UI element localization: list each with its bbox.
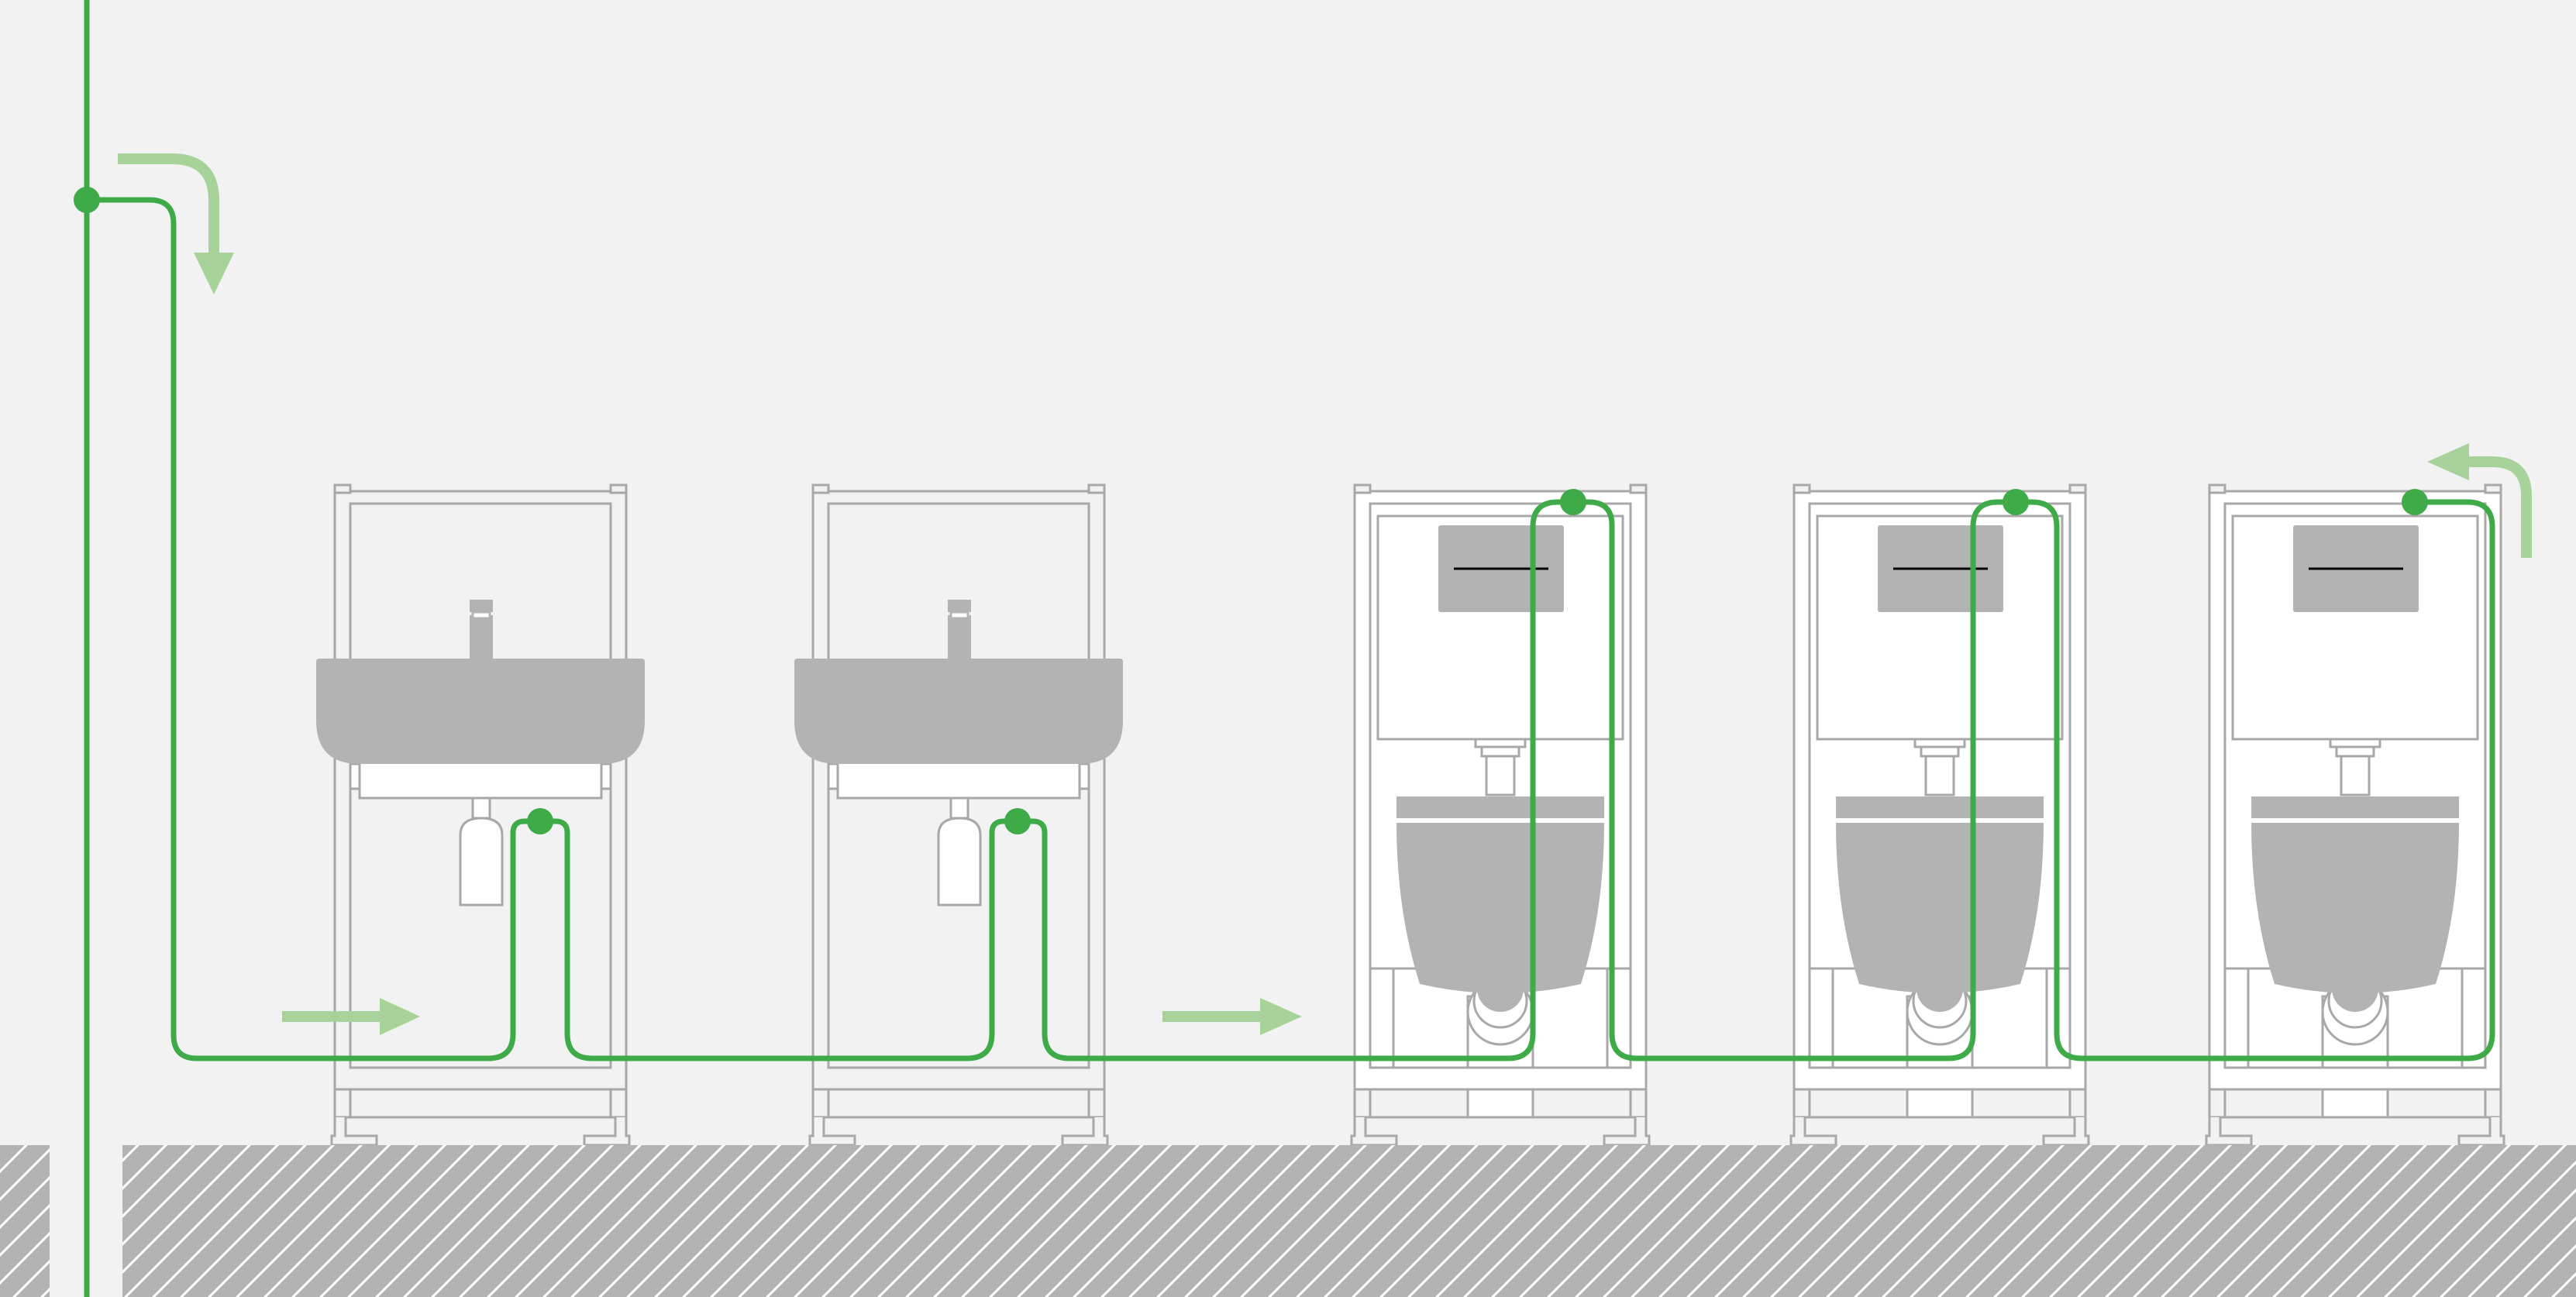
flow-arrow-return-head — [2427, 443, 2469, 480]
flow-arrow-return-line — [2466, 456, 2532, 558]
flow-arrow-inlet-line — [118, 153, 219, 256]
wc-2 — [1789, 483, 2090, 1147]
wc-1 — [1350, 483, 1651, 1147]
connection-point-washbasin-1 — [527, 808, 553, 834]
loop-pipe — [87, 197, 2495, 1061]
flow-arrow-1-head — [380, 998, 420, 1035]
floor-left — [0, 1145, 50, 1297]
wc-3 — [2205, 483, 2505, 1147]
connection-point-wc-3 — [2402, 489, 2428, 515]
flow-arrow-2-head — [1260, 998, 1302, 1035]
connection-point-washbasin-2 — [1004, 808, 1031, 834]
connection-point-wc-2 — [2003, 489, 2029, 515]
flow-arrow-inlet — [118, 153, 219, 256]
connection-point-riser — [74, 187, 100, 213]
floor-main — [122, 1145, 2576, 1297]
flow-arrow-inlet-head — [194, 253, 234, 294]
connection-point-wc-1 — [1560, 489, 1586, 515]
